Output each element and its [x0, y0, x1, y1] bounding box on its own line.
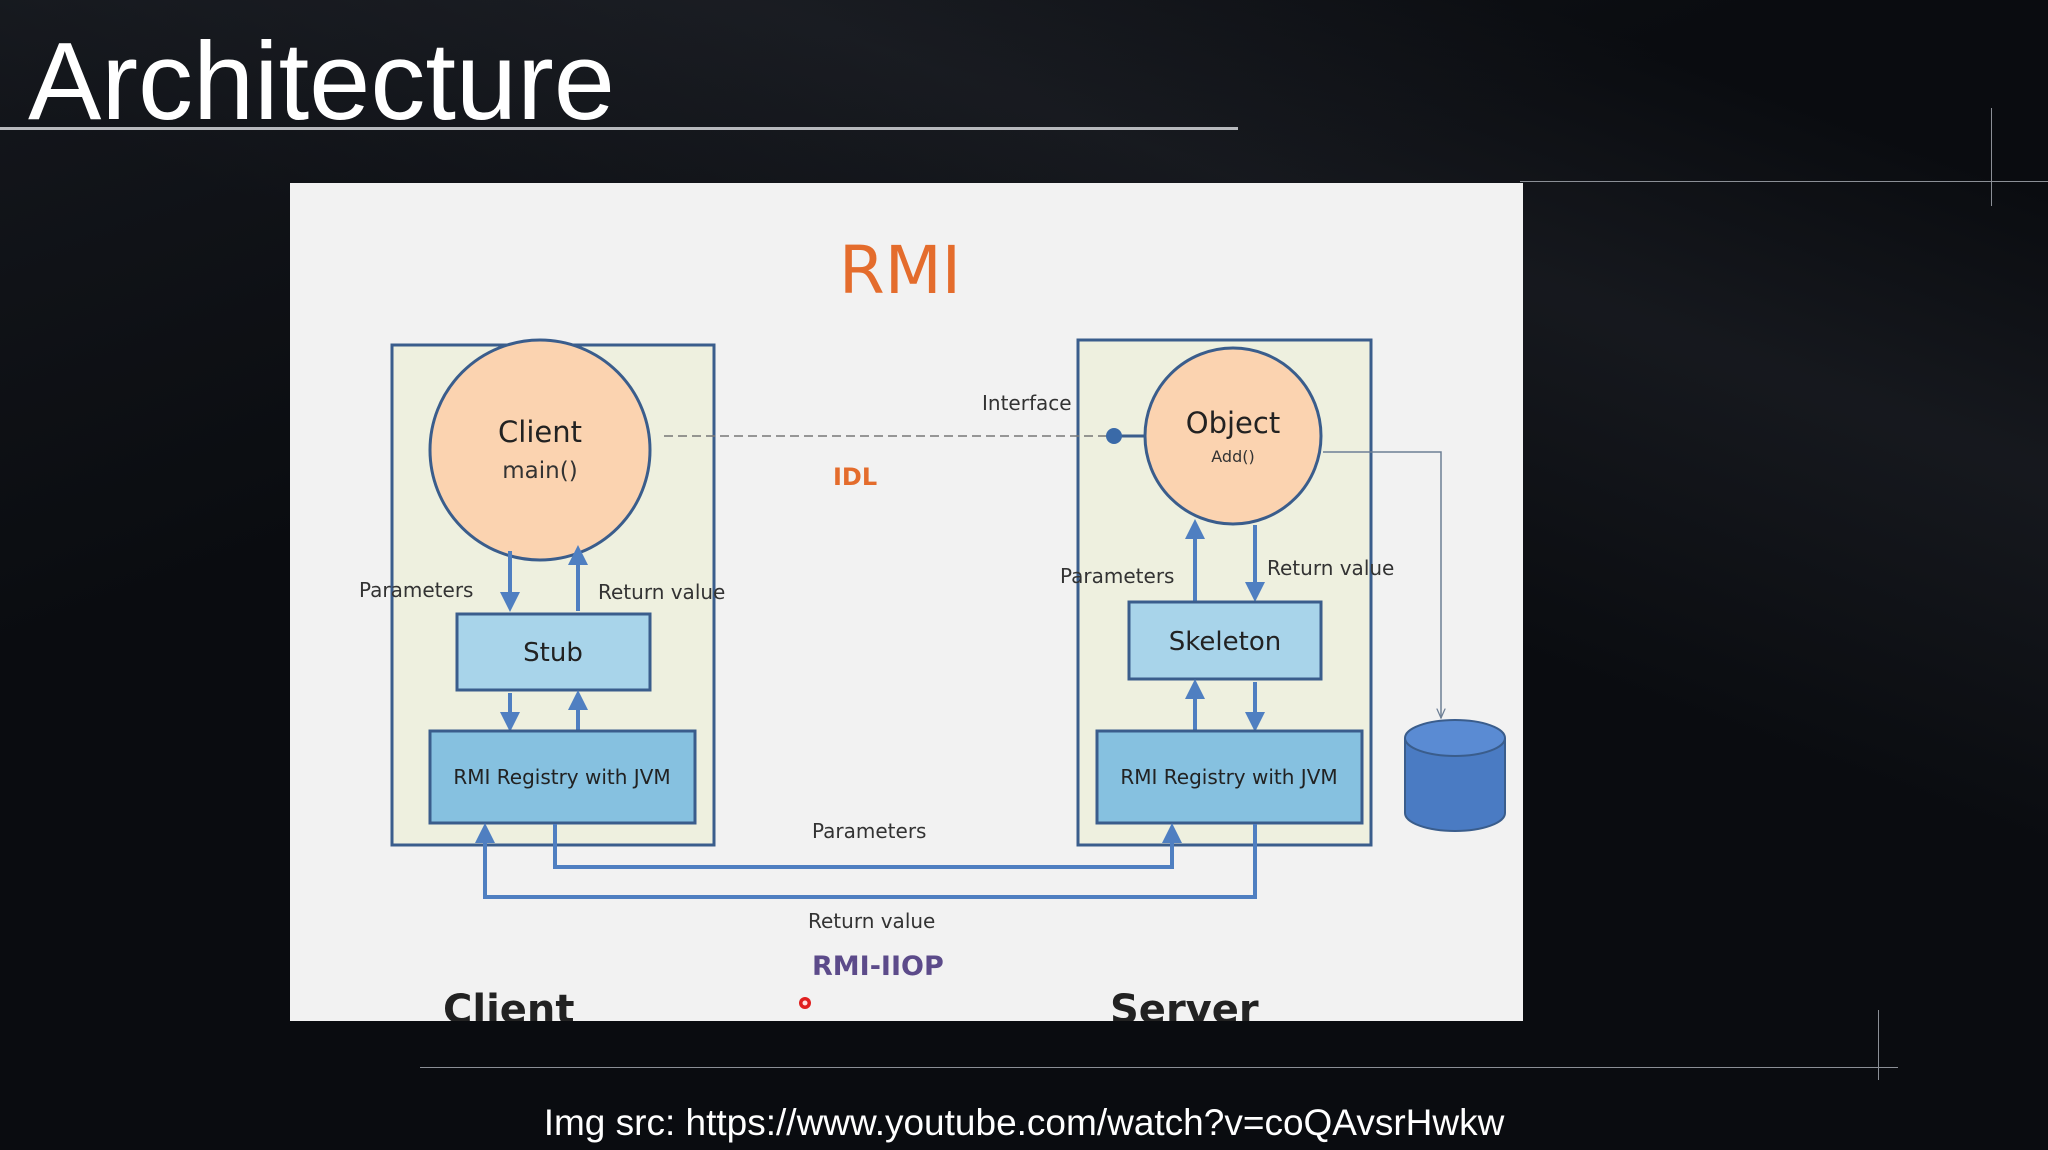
object-node-subtitle: Add()	[1211, 447, 1254, 466]
server-return-label: Return value	[1267, 556, 1394, 580]
image-source-caption: Img src: https://www.youtube.com/watch?v…	[543, 1102, 1505, 1143]
deco-line-top-vertical	[1991, 108, 1992, 206]
client-params-label: Parameters	[359, 578, 473, 602]
rmi-architecture-figure: RMI Interface IDL Client main() Object A…	[290, 183, 1523, 1021]
bottom-params-label: Parameters	[812, 819, 926, 843]
bottom-params-arrow	[553, 823, 1182, 869]
server-params-label: Parameters	[1060, 564, 1174, 588]
pointer-dot-center	[802, 1000, 808, 1006]
client-registry-label: RMI Registry with JVM	[453, 765, 670, 789]
client-node	[428, 338, 652, 562]
client-node-title: Client	[498, 415, 582, 449]
bottom-return-label: Return value	[808, 909, 935, 933]
idl-label: IDL	[833, 463, 877, 491]
client-return-label: Return value	[598, 580, 725, 604]
server-registry-label: RMI Registry with JVM	[1120, 765, 1337, 789]
server-footer: Server	[1110, 987, 1259, 1021]
interface-label: Interface	[982, 391, 1072, 415]
diagram-heading: RMI	[839, 232, 961, 309]
deco-line-bottom	[420, 1067, 1898, 1068]
slide-title: Architecture	[28, 20, 615, 143]
protocol-label: RMI-IIOP	[812, 951, 944, 982]
rmi-diagram: RMI Interface IDL Client main() Object A…	[359, 232, 1506, 1021]
deco-line-bottom-vertical	[1878, 1010, 1879, 1080]
bottom-return-arrow	[475, 823, 1257, 899]
stub-box	[455, 612, 652, 692]
server-registry-box	[1095, 729, 1364, 825]
title-underline	[0, 127, 1238, 130]
skeleton-box	[1127, 600, 1323, 681]
client-footer: Client	[443, 987, 575, 1021]
database-icon	[1404, 719, 1506, 832]
database-connector	[1323, 451, 1441, 718]
stub-label: Stub	[523, 638, 583, 668]
object-node-title: Object	[1186, 406, 1280, 440]
deco-line-top	[1520, 181, 2048, 182]
client-registry-box	[428, 729, 697, 825]
skeleton-label: Skeleton	[1169, 627, 1281, 657]
client-node-subtitle: main()	[502, 458, 577, 484]
interface-lollipop	[1106, 428, 1122, 444]
object-node	[1143, 346, 1323, 526]
